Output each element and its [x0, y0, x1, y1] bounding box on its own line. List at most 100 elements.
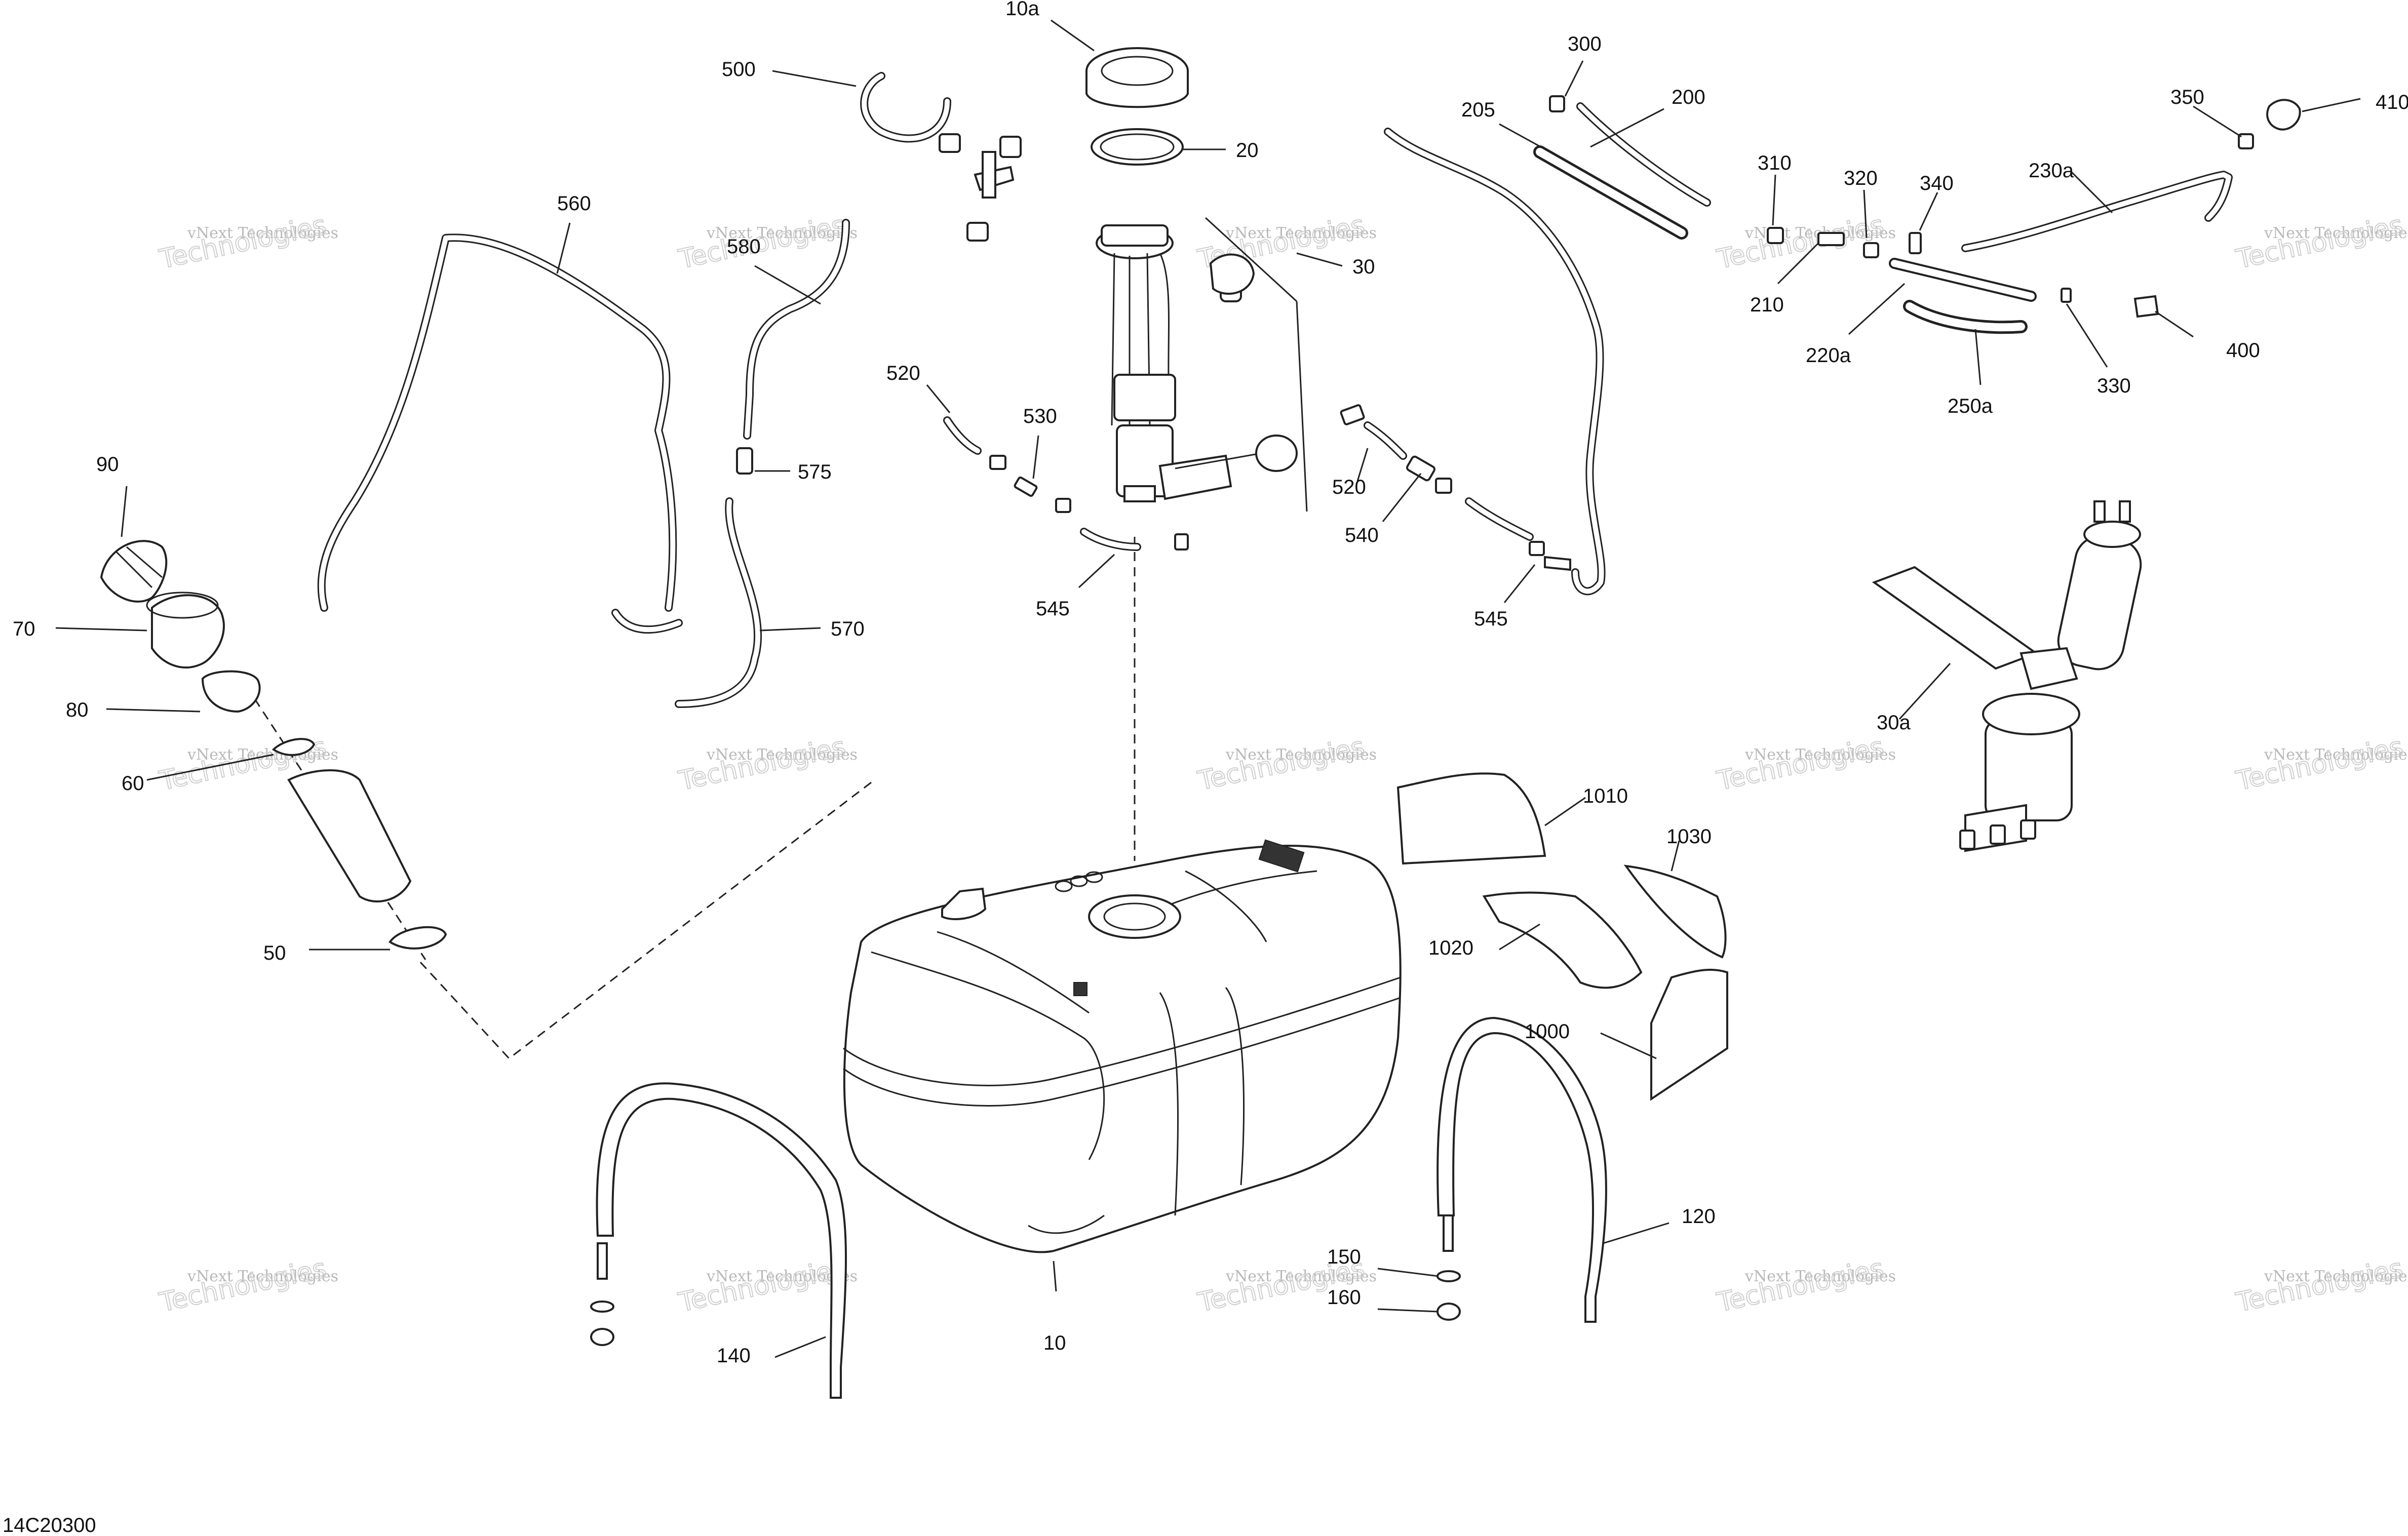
callout-1020: 1020 [1428, 937, 1473, 959]
svg-text:vNext Technologies: vNext Technologies [2264, 746, 2408, 764]
callout-50: 50 [263, 942, 286, 964]
svg-text:Technologies: Technologies [2233, 210, 2405, 275]
svg-text:vNext Technologies: vNext Technologies [1225, 746, 1377, 764]
callout-410: 410 [2376, 91, 2408, 113]
heat-shields [1396, 772, 1728, 1101]
callout-10a: 10a [1005, 0, 1039, 20]
nut [590, 1328, 614, 1346]
callout-330: 330 [2097, 375, 2131, 397]
tank-strap-right [1436, 1016, 1607, 1323]
callout-560: 560 [557, 192, 591, 215]
return-line-fittings [1767, 99, 2301, 334]
svg-text:Technologies: Technologies [157, 1253, 329, 1318]
svg-text:Technologies: Technologies [1195, 732, 1367, 797]
callout-210: 210 [1750, 294, 1784, 316]
fuel-pump-filter-cap [1209, 253, 1255, 295]
svg-text:Technologies: Technologies [1714, 210, 1886, 275]
callout-120: 120 [1682, 1205, 1716, 1228]
fuel-supply-fittings-left [943, 416, 1189, 551]
washer [1436, 1270, 1461, 1282]
callout-530: 530 [1023, 405, 1057, 427]
svg-text:vNext Technologies: vNext Technologies [706, 224, 858, 242]
quick-connect-fitting [2266, 99, 2301, 131]
svg-text:Technologies: Technologies [676, 1253, 848, 1318]
filler-neck-clamp [201, 670, 261, 713]
callout-575: 575 [798, 461, 832, 483]
callout-500: 500 [722, 58, 756, 81]
pump-lock-ring [1085, 47, 1189, 108]
filler-neck [151, 594, 225, 668]
svg-text:Technologies: Technologies [1714, 732, 1886, 797]
callout-70: 70 [13, 618, 35, 640]
heat-shield-middle [1482, 891, 1643, 989]
svg-text:vNext Technologies: vNext Technologies [2264, 224, 2408, 242]
inline-check-valve [736, 447, 753, 475]
callout-20: 20 [1236, 139, 1259, 162]
svg-text:Technologies: Technologies [2233, 1253, 2405, 1318]
fuel-supply-fittings-right [1340, 404, 1571, 571]
callout-520-left: 520 [886, 362, 920, 384]
callout-580: 580 [727, 235, 761, 258]
callout-200: 200 [1672, 86, 1705, 108]
fuel-tank [843, 839, 1402, 1253]
callout-60: 60 [122, 772, 144, 795]
callout-labels: 10a 20 500 560 580 575 570 90 70 80 60 5… [13, 0, 2408, 1367]
vent-fittings [860, 72, 1022, 242]
svg-text:vNext Technologies: vNext Technologies [187, 746, 338, 764]
callout-220a: 220a [1806, 344, 1851, 367]
callout-250a: 250a [1948, 395, 1993, 417]
filler-neck-boss [941, 887, 987, 920]
callout-30: 30 [1352, 256, 1375, 278]
vent-hose-group [317, 219, 850, 708]
callout-545-right: 545 [1474, 608, 1508, 630]
svg-text:Technologies: Technologies [676, 210, 848, 275]
fuel-cap [100, 540, 168, 603]
svg-text:Technologies: Technologies [157, 210, 329, 275]
svg-text:vNext Technologies: vNext Technologies [2264, 1268, 2408, 1285]
svg-text:vNext Technologies: vNext Technologies [706, 746, 858, 764]
callout-10: 10 [1043, 1332, 1066, 1354]
leader-lines [55, 19, 2361, 1358]
tank-straps [590, 1016, 1607, 1399]
filler-hose-clamp-lower [389, 926, 447, 950]
pump-seal-ring [1091, 128, 1184, 166]
callout-400: 400 [2226, 339, 2260, 362]
washer [590, 1301, 614, 1313]
svg-text:vNext Technologies: vNext Technologies [1744, 746, 1896, 764]
fuel-supply-line [1384, 128, 1606, 596]
callout-545-left: 545 [1036, 598, 1070, 620]
callout-520-right: 520 [1332, 476, 1366, 498]
svg-text:Technologies: Technologies [1714, 1253, 1886, 1318]
engine-fuel-hoses [1533, 95, 1711, 240]
heat-shield-right [1623, 864, 1727, 959]
callout-150: 150 [1327, 1246, 1361, 1268]
svg-text:Technologies: Technologies [2233, 732, 2405, 797]
heat-shield-upper [1396, 772, 1546, 865]
nut [1436, 1303, 1461, 1321]
callout-540: 540 [1345, 524, 1379, 546]
callout-30a: 30a [1877, 712, 1911, 734]
svg-text:vNext Technologies: vNext Technologies [187, 1268, 338, 1285]
figure-reference: 14C20300 [3, 1514, 96, 1536]
callout-320: 320 [1844, 167, 1878, 189]
callout-205: 205 [1461, 99, 1495, 121]
fuel-pump-assembly [1096, 224, 1298, 502]
callout-140: 140 [717, 1345, 751, 1367]
callout-90: 90 [96, 453, 119, 476]
filler-hose [287, 769, 412, 902]
svg-text:vNext Technologies: vNext Technologies [1744, 1268, 1896, 1285]
filler-hose-clamp-upper [271, 738, 316, 756]
callout-340: 340 [1920, 172, 1954, 194]
svg-text:vNext Technologies: vNext Technologies [1225, 224, 1377, 242]
